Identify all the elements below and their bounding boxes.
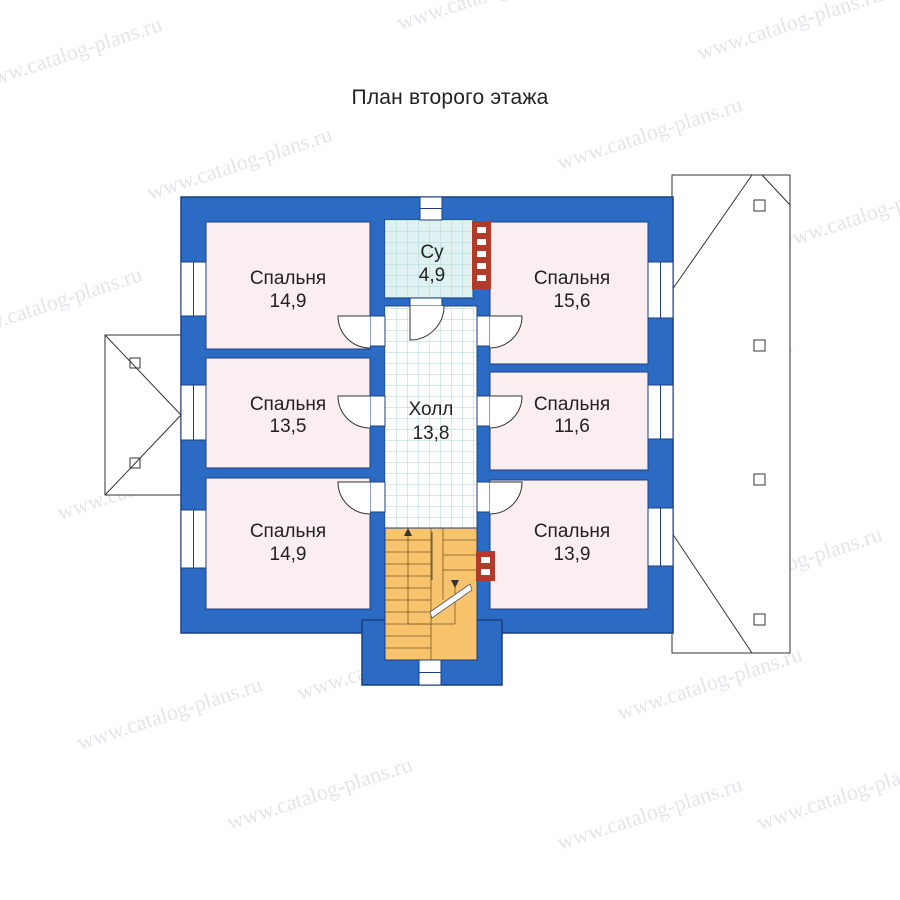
doors — [337, 297, 523, 515]
room-area: 15,6 — [554, 291, 591, 312]
bedroom-4-area — [489, 371, 649, 471]
room-name: Спальня — [250, 394, 326, 415]
room-area: 11,6 — [554, 416, 590, 437]
room-area: 14,9 — [270, 544, 307, 565]
watermark: www.catalog-plans.ru — [74, 671, 265, 754]
watermark: www.catalog-plans.ru — [0, 11, 165, 94]
room-area: 13,9 — [554, 544, 591, 565]
room-name: Спальня — [250, 521, 326, 542]
watermark: www.catalog-plans.ru — [554, 771, 745, 854]
room-area: 4,9 — [419, 265, 445, 286]
watermark: www.catalog-plans.ru — [0, 261, 145, 344]
watermark: www.catalog-plans.ru — [554, 91, 745, 174]
watermark: www.catalog-plans.ru — [394, 0, 585, 35]
room-labels: Спальня 14,9 Су 4,9 Спальня 15,6 Спальня… — [250, 242, 610, 565]
chimney — [472, 221, 495, 581]
roof-outline — [104, 174, 791, 654]
room-area: 13,8 — [413, 423, 450, 444]
watermark: www.catalog-plans.ru — [614, 641, 805, 724]
bedroom-5-area — [205, 477, 371, 610]
plan-title: План второго этажа — [351, 86, 549, 109]
room-name: Спальня — [250, 268, 326, 289]
staircase — [385, 528, 477, 660]
watermark: www.catalog-plans.ru — [694, 0, 885, 65]
room-name: Холл — [409, 399, 454, 420]
watermark: www.catalog-plans.ru — [144, 121, 335, 204]
room-name: Спальня — [534, 268, 610, 289]
windows — [180, 196, 674, 686]
watermark: www.catalog-plans.ru — [774, 171, 900, 254]
watermark: www.catalog-plans.ru — [224, 751, 415, 834]
watermark: www.catalog-plans.ru — [754, 751, 900, 834]
room-area: 13,5 — [270, 416, 307, 437]
room-name: Су — [420, 242, 444, 263]
room-name: Спальня — [534, 521, 610, 542]
room-area: 14,9 — [270, 291, 307, 312]
bedroom-6-area — [489, 479, 649, 610]
room-name: Спальня — [534, 394, 610, 415]
bedroom-2-area — [489, 221, 649, 365]
